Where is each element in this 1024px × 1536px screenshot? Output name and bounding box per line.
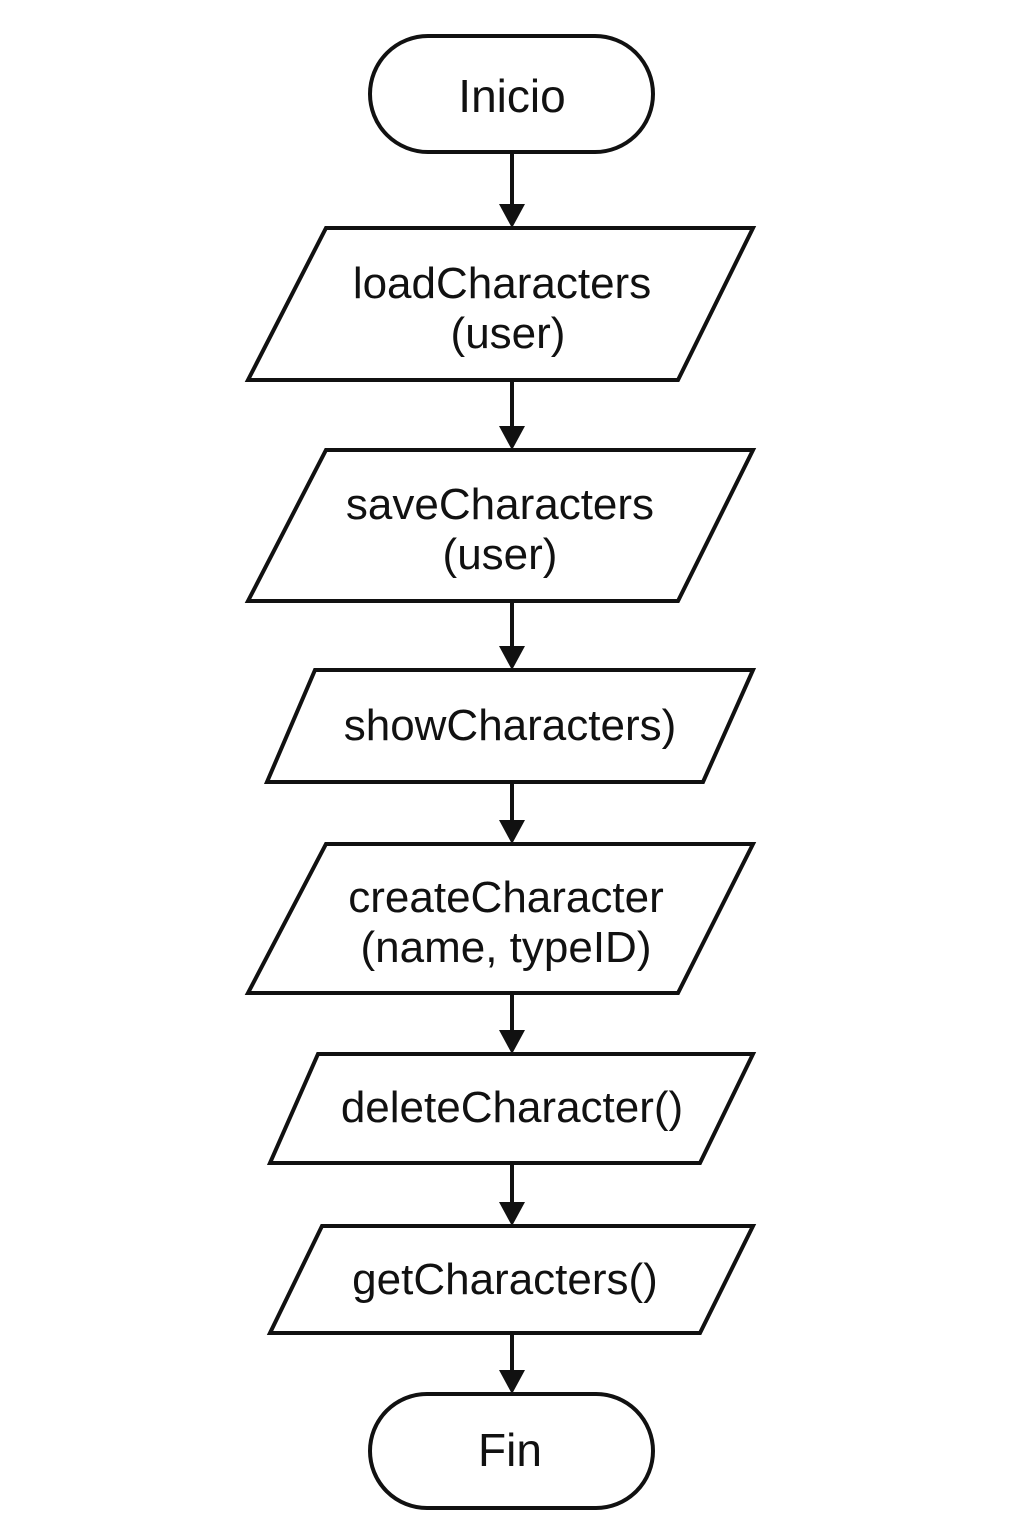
step-save-characters-shape xyxy=(244,448,757,603)
step-load-characters-label-line-2: (user) xyxy=(451,309,566,358)
step-create-character-label-line-1: createCharacter xyxy=(348,873,663,922)
step-show-characters: showCharacters) xyxy=(263,668,757,784)
arrowhead-load xyxy=(499,204,525,228)
step-delete-character-shape xyxy=(266,1052,757,1165)
step-load-characters-label-line-1: loadCharacters xyxy=(353,259,651,308)
step-delete-character-label: deleteCharacter() xyxy=(341,1083,683,1132)
arrowhead-get xyxy=(499,1202,525,1226)
step-create-character-label-line-2: (name, typeID) xyxy=(361,923,652,972)
end-terminal: Fin xyxy=(368,1392,655,1510)
connectors xyxy=(499,152,525,1394)
step-get-characters-label: getCharacters() xyxy=(352,1255,658,1304)
step-load-characters-shape xyxy=(244,226,757,382)
arrowhead-delete xyxy=(499,1030,525,1054)
step-create-character-shape xyxy=(244,842,757,995)
end-terminal-label: Fin xyxy=(478,1424,542,1476)
arrowhead-save xyxy=(499,426,525,450)
step-create-character: createCharacter (name, typeID) xyxy=(244,842,757,995)
step-get-characters: getCharacters() xyxy=(266,1224,757,1335)
step-show-characters-shape xyxy=(263,668,757,784)
start-terminal: Inicio xyxy=(368,34,655,154)
arrowhead-show xyxy=(499,646,525,670)
step-show-characters-label: showCharacters) xyxy=(344,701,677,750)
start-terminal-shape xyxy=(368,34,655,154)
end-terminal-shape xyxy=(368,1392,655,1510)
step-delete-character: deleteCharacter() xyxy=(266,1052,757,1165)
arrowhead-end xyxy=(499,1370,525,1394)
start-terminal-label: Inicio xyxy=(458,70,565,122)
step-save-characters-label-line-2: (user) xyxy=(443,530,558,579)
step-save-characters: saveCharacters (user) xyxy=(244,448,757,603)
arrowhead-create xyxy=(499,820,525,844)
step-get-characters-shape xyxy=(266,1224,757,1335)
step-save-characters-label-line-1: saveCharacters xyxy=(346,480,654,529)
step-load-characters: loadCharacters (user) xyxy=(244,226,757,382)
